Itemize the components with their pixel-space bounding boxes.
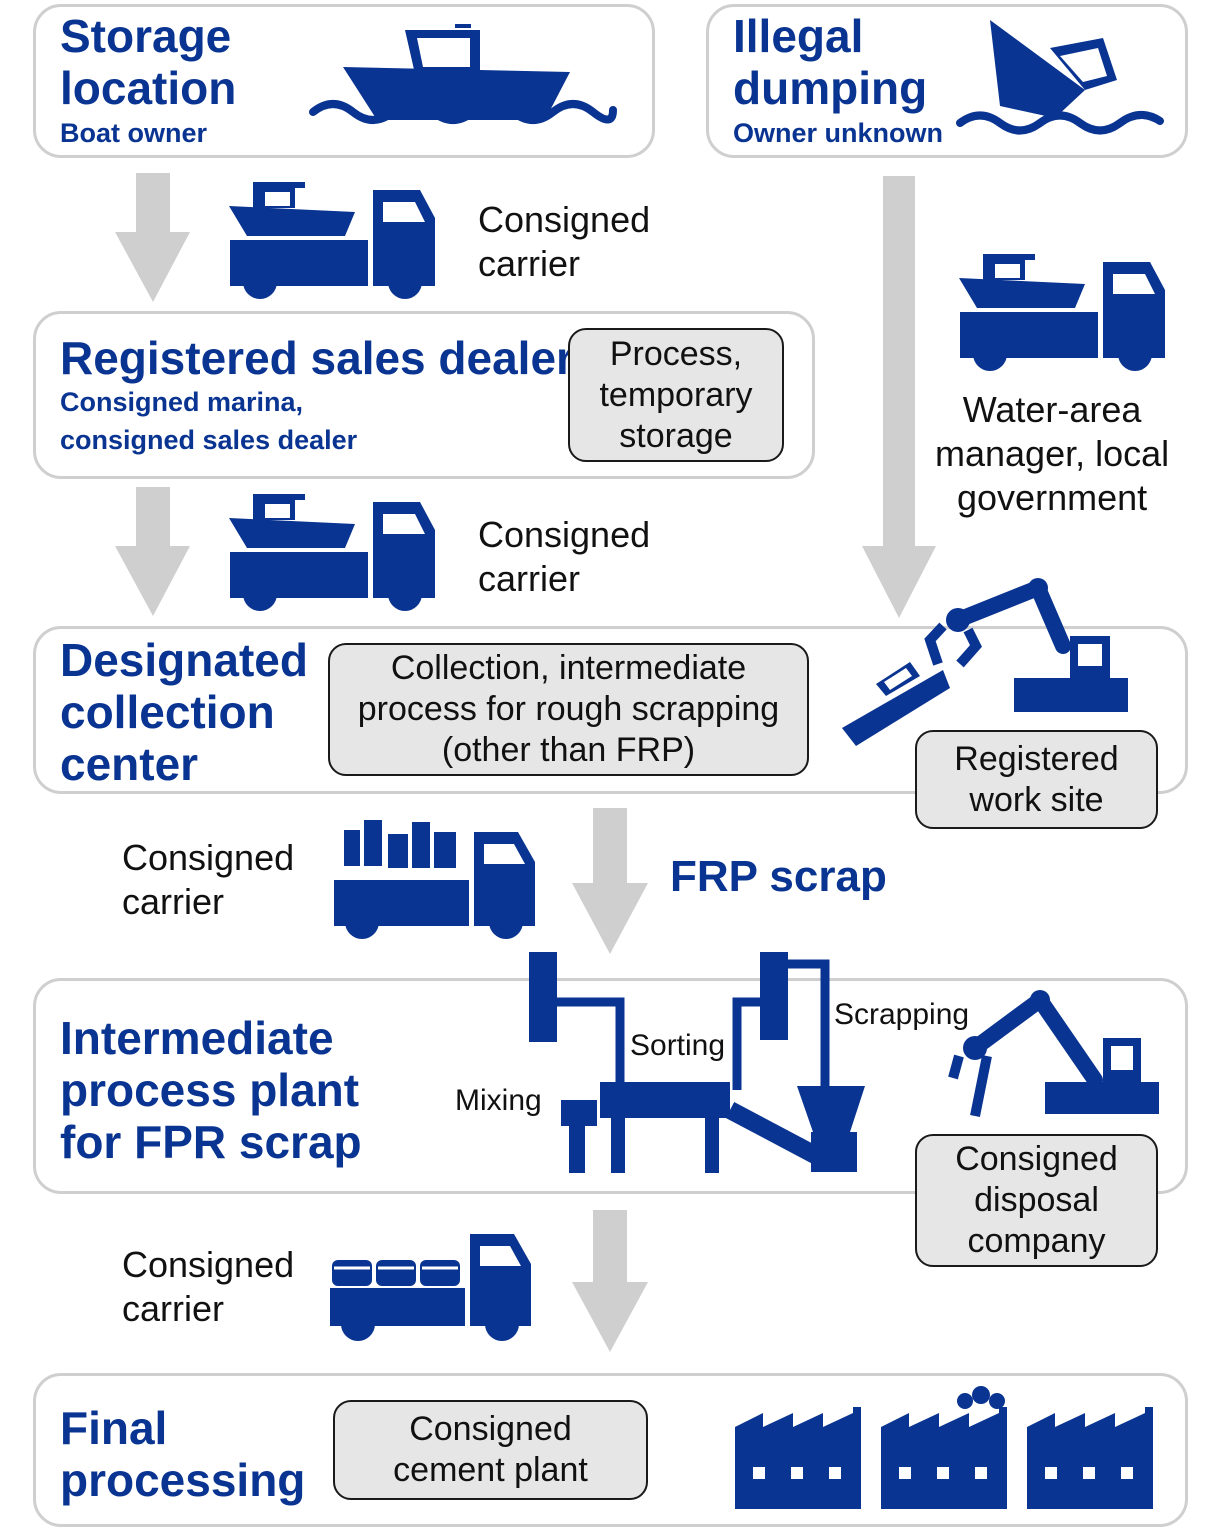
arrow-illegal-to-collection xyxy=(862,176,936,618)
factory-2 xyxy=(881,1407,1007,1509)
excavator-icon xyxy=(948,990,1159,1117)
scrapping-label: Scrapping xyxy=(834,998,970,1031)
boat-owner-label: Boat owner xyxy=(60,118,208,148)
water-area-manager-label: Water-area manager, local government xyxy=(935,389,1170,518)
consigned-carrier-label-3: Consigned carrier xyxy=(122,837,295,922)
boat-truck-icon-water xyxy=(959,254,1165,371)
process-storage-tag: Process, temporary storage xyxy=(568,328,784,462)
excavator-boat-icon xyxy=(842,578,1128,746)
sales-dealer-title: Registered sales dealer xyxy=(60,332,574,384)
sorting-label: Sorting xyxy=(630,1029,726,1062)
drum-truck-icon xyxy=(330,1234,531,1341)
final-processing-title: Final processing xyxy=(60,1402,306,1506)
mixing-label: Mixing xyxy=(455,1084,542,1117)
consigned-carrier-label-1: Consigned carrier xyxy=(478,199,651,284)
boat-truck-icon-2 xyxy=(229,494,435,611)
consigned-disposal-tag: Consigned disposal company xyxy=(915,1134,1158,1267)
storage-location-title: Storage location xyxy=(60,10,237,114)
frp-scrap-label: FRP scrap xyxy=(670,852,887,901)
collection-process-tag: Collection, intermediate process for rou… xyxy=(328,643,809,776)
sales-dealer-sub: Consigned marina, consigned sales dealer xyxy=(60,387,358,455)
cement-plant-tag: Consigned cement plant xyxy=(333,1400,648,1500)
collection-center-title: Designated collection center xyxy=(60,634,308,790)
intermediate-plant-title: Intermediate process plant for FPR scrap xyxy=(60,1012,362,1168)
arrow-storage-to-dealer xyxy=(115,173,190,302)
sinking-boat-icon xyxy=(956,20,1164,135)
arrow-plant-to-final xyxy=(572,1210,648,1352)
owner-unknown-label: Owner unknown xyxy=(733,118,944,148)
factory-3 xyxy=(1027,1407,1153,1509)
factories-icon xyxy=(735,1386,1153,1509)
arrow-collection-to-plant xyxy=(572,808,648,954)
sorting-machine-icon xyxy=(529,952,865,1173)
arrow-dealer-to-collection xyxy=(115,487,190,616)
floating-boat-icon xyxy=(309,24,617,124)
illegal-dumping-title: Illegal dumping xyxy=(733,10,928,114)
consigned-carrier-label-4: Consigned carrier xyxy=(122,1244,295,1329)
factory-1 xyxy=(735,1407,861,1509)
scrap-truck-icon xyxy=(334,820,535,939)
boat-truck-icon-1 xyxy=(229,182,435,299)
registered-work-site-tag: Registered work site xyxy=(915,730,1158,829)
consigned-carrier-label-2: Consigned carrier xyxy=(478,514,651,599)
